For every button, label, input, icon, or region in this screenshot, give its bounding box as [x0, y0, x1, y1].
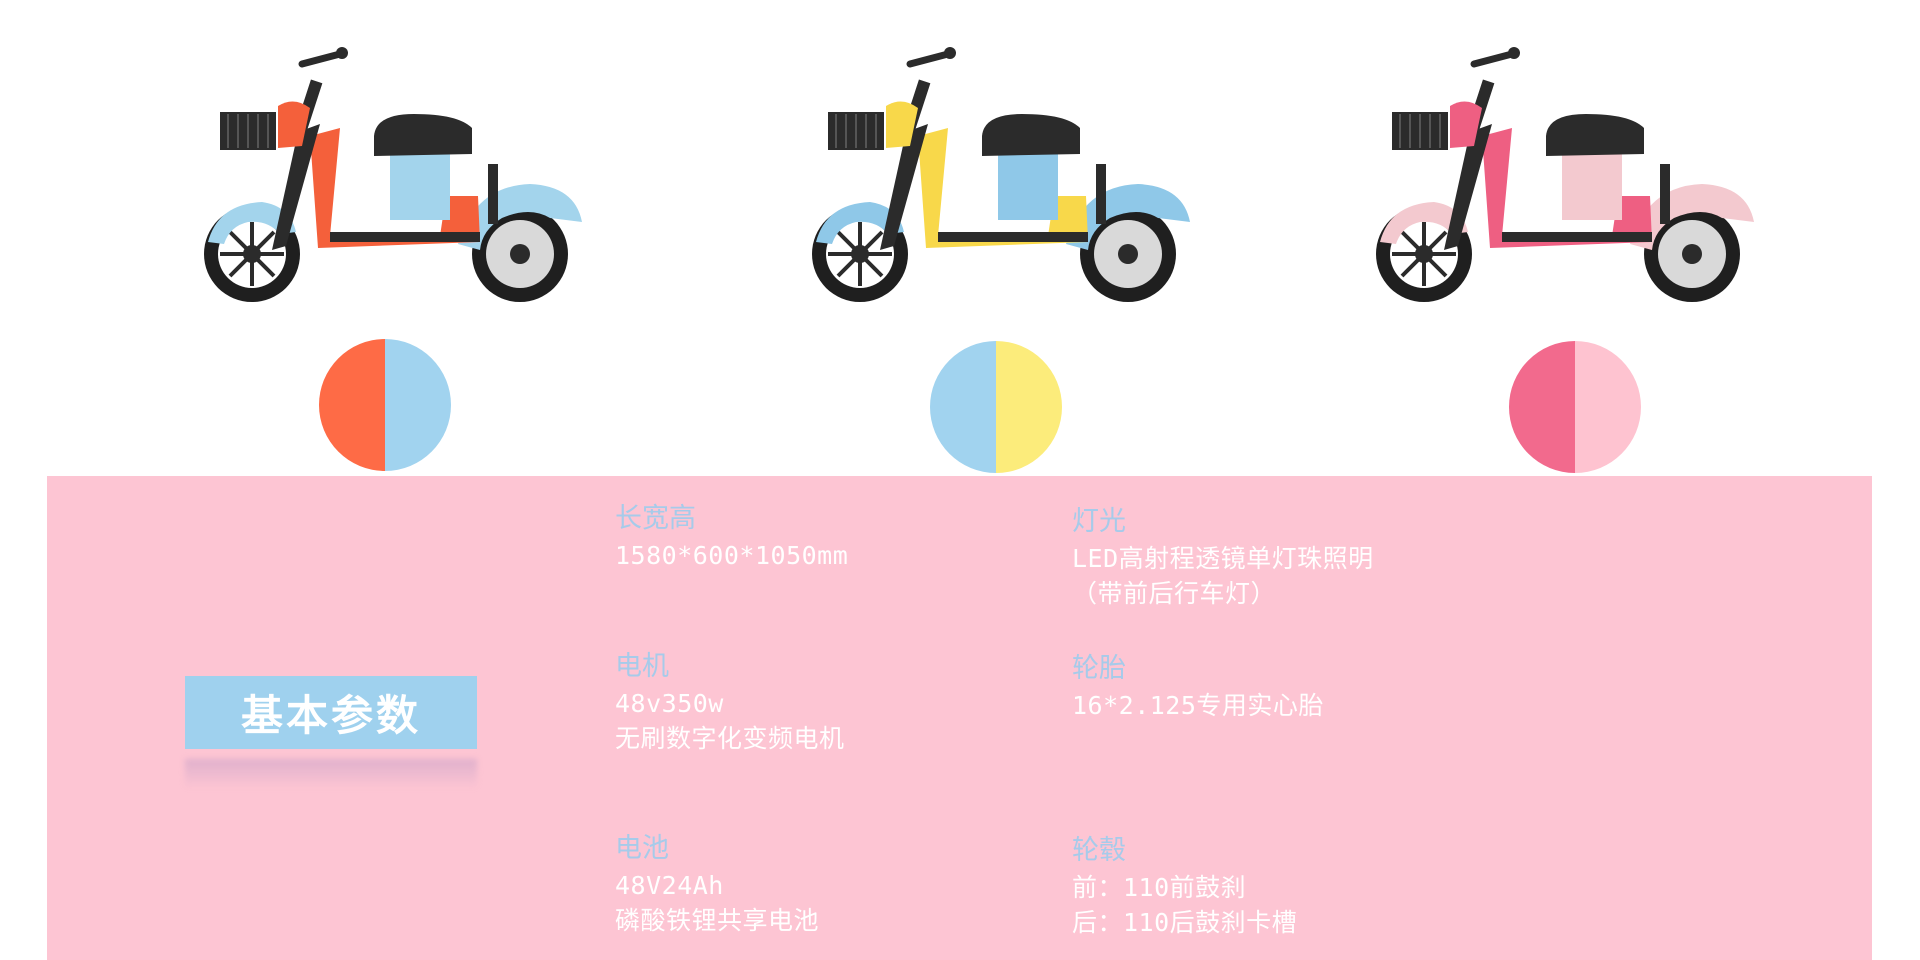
spec-dimensions: 长宽高 1580*600*1050mm — [615, 502, 848, 573]
scooter-image-yellow — [798, 36, 1218, 316]
spec-value: LED高射程透镜单灯珠照明 — [1072, 544, 1374, 573]
badge-shadow — [185, 759, 477, 789]
spec-hubs: 轮毂 前：110前鼓刹 后：110后鼓刹卡槽 — [1072, 834, 1297, 940]
color-swatch-pink[interactable] — [1509, 341, 1641, 473]
swatch-right-half — [996, 341, 1062, 473]
spec-lights: 灯光 LED高射程透镜单灯珠照明 （带前后行车灯） — [1072, 505, 1374, 611]
scooter-image-orange — [190, 36, 610, 316]
spec-value: 1580*600*1050mm — [615, 541, 849, 570]
swatch-right-half — [1575, 341, 1641, 473]
color-swatch-blue-yellow[interactable] — [930, 341, 1062, 473]
spec-label: 电池 — [615, 833, 669, 864]
spec-value: 磷酸铁锂共享电池 — [615, 906, 820, 935]
spec-label: 轮毂 — [1072, 835, 1126, 866]
spec-value: 前：110前鼓刹 — [1072, 873, 1247, 902]
spec-value: 48v350w — [615, 689, 724, 718]
color-swatch-orange-blue[interactable] — [319, 339, 451, 471]
spec-label: 电机 — [615, 651, 669, 682]
spec-value: （带前后行车灯） — [1072, 579, 1277, 608]
spec-label: 长宽高 — [615, 503, 696, 534]
spec-label: 轮胎 — [1072, 653, 1126, 684]
swatch-left-half — [930, 341, 996, 473]
swatch-left-half — [319, 339, 385, 471]
scooter-image-pink — [1362, 36, 1782, 316]
spec-battery: 电池 48V24Ah 磷酸铁锂共享电池 — [615, 832, 819, 938]
spec-value: 48V24Ah — [615, 871, 724, 900]
spec-value: 无刷数字化变频电机 — [615, 724, 845, 753]
spec-label: 灯光 — [1072, 506, 1126, 537]
spec-panel: 基本参数 长宽高 1580*600*1050mm 灯光 LED高射程透镜单灯珠照… — [47, 476, 1872, 960]
spec-tires: 轮胎 16*2.125专用实心胎 — [1072, 652, 1324, 723]
spec-value: 后：110后鼓刹卡槽 — [1072, 908, 1298, 937]
spec-motor: 电机 48v350w 无刷数字化变频电机 — [615, 650, 845, 756]
section-title-badge: 基本参数 — [185, 676, 477, 749]
swatch-left-half — [1509, 341, 1575, 473]
swatch-right-half — [385, 339, 451, 471]
spec-value: 16*2.125专用实心胎 — [1072, 691, 1324, 720]
